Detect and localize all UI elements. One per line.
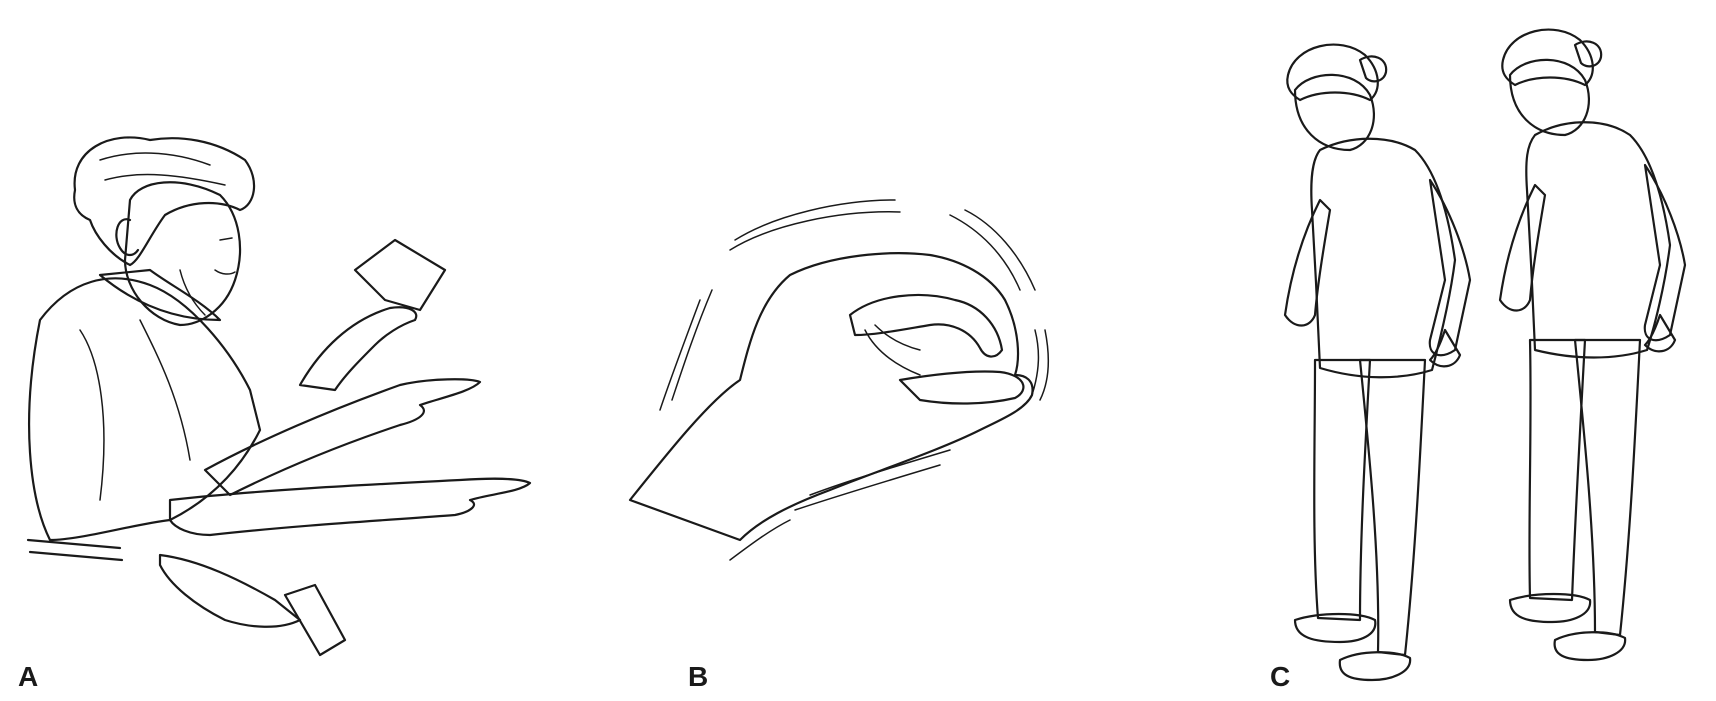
- shoe: [1553, 631, 1627, 662]
- panel-label-a: A: [18, 661, 39, 692]
- patient-torso: [28, 277, 262, 542]
- patient-upper-arm: [203, 378, 482, 497]
- panel-label-c: C: [1270, 661, 1291, 692]
- index-finger: [848, 293, 1004, 358]
- patient-lower-arm: [168, 477, 532, 537]
- patient-hair: [73, 136, 256, 267]
- walking-figure-2: [1498, 28, 1687, 662]
- walking-figure-1: [1283, 43, 1472, 682]
- panel-c: C: [1200, 0, 1716, 701]
- panel-a-illustration: [26, 136, 532, 657]
- shoe: [1508, 592, 1592, 624]
- examiner-lower-hand: [158, 553, 302, 628]
- shoe: [1338, 651, 1412, 682]
- patient-face: [123, 181, 242, 327]
- panel-a: A: [0, 0, 600, 701]
- panel-b: B: [600, 0, 1200, 701]
- hand: [628, 252, 1034, 542]
- panel-c-illustration: [1283, 28, 1687, 682]
- thumb: [898, 370, 1025, 405]
- examiner-upper-hand: [298, 306, 418, 392]
- panel-label-b: B: [688, 661, 709, 692]
- shoe: [1293, 612, 1377, 644]
- panel-b-illustration: [628, 199, 1050, 561]
